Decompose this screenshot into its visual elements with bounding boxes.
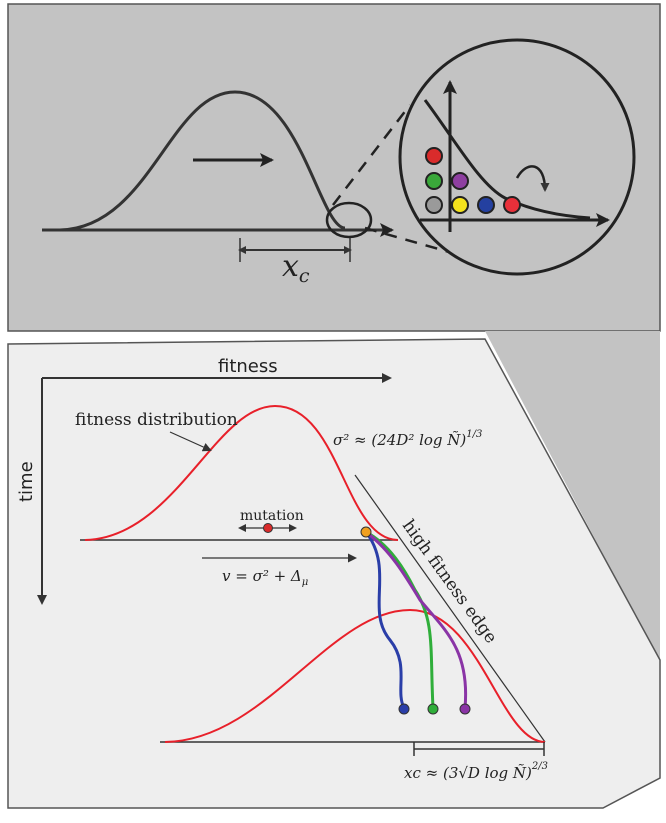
mutation-label: mutation — [240, 508, 304, 524]
lineage-end-green — [427, 703, 439, 715]
inset-dot-blue — [477, 196, 495, 214]
origin-dot — [360, 526, 372, 538]
inset-jump-arrow — [515, 165, 550, 192]
mutation-dot — [263, 523, 273, 533]
inset-dot-leading — [503, 196, 521, 214]
fitness-axis-label: fitness — [218, 356, 278, 377]
top-distribution-curve — [59, 90, 346, 232]
lineage-blue — [364, 531, 406, 709]
inset-dot-yellow — [451, 196, 469, 214]
velocity-label: v = σ² + Δμ — [222, 567, 308, 588]
top-xc-label: xc — [282, 249, 310, 287]
bottom-panel: fitness time fitness distribution σ² ≈ (… — [7, 338, 661, 809]
zoom-origin-circle — [325, 201, 373, 239]
sigma-label: σ² ≈ (24D² log Ñ)1/3 — [333, 429, 482, 449]
fitness-distribution-label: fitness distribution — [75, 410, 238, 430]
lineage-purple — [365, 530, 468, 709]
inset-dot-red — [425, 147, 443, 165]
time-axis-label: time — [16, 461, 37, 502]
lower-distribution-curve — [164, 608, 546, 743]
high-fitness-edge-line — [354, 474, 546, 743]
upper-distribution-curve — [84, 404, 399, 541]
inset-dot-grey — [425, 196, 443, 214]
zoom-connector-upper — [332, 104, 411, 206]
lineage-end-blue — [398, 703, 410, 715]
inset-dot-green — [425, 172, 443, 190]
lineage-end-purple — [459, 703, 471, 715]
bottom-panel-background — [7, 338, 661, 809]
xc-formula-label: xc ≈ (3√D log Ñ)2/3 — [404, 761, 548, 782]
inset-tail-curve — [423, 99, 591, 220]
distribution-pointer — [169, 431, 212, 452]
inset-dot-purple — [451, 172, 469, 190]
